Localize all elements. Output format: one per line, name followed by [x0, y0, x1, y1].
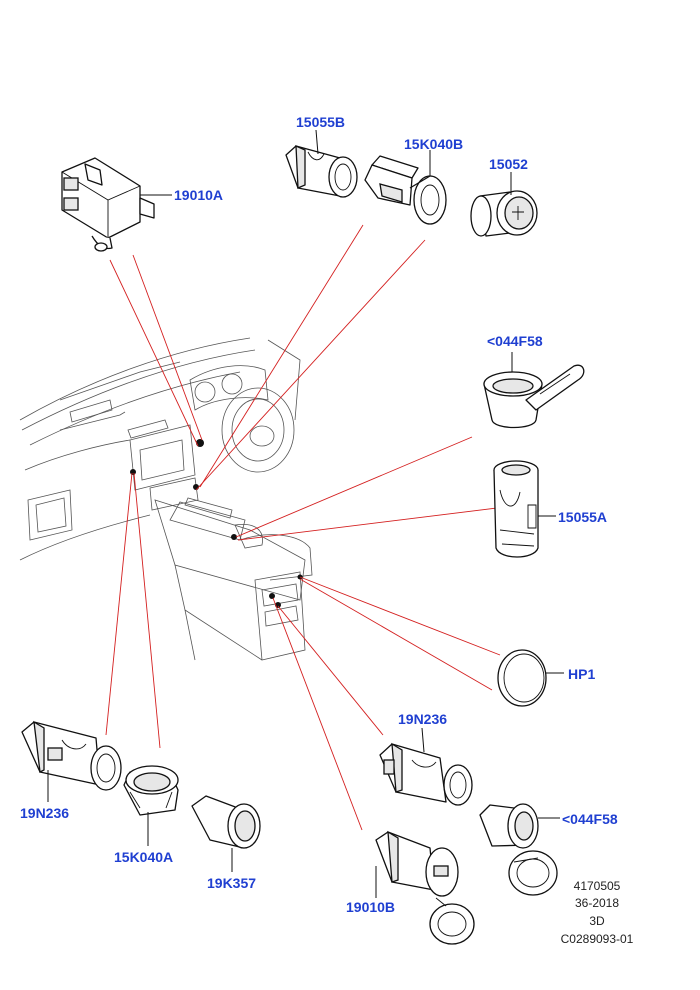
part-15052-lighter: [470, 172, 538, 237]
callout-15052: 15052: [489, 156, 528, 172]
part-15055A-tall-socket: [493, 460, 556, 558]
part-15055B-socket-housing: [285, 129, 358, 198]
part-HP1-blanking-cap: [497, 649, 564, 707]
part-19N236-left-socket: [21, 720, 122, 802]
part-19010B-usb-socket: [375, 830, 475, 945]
callout-HP1: HP1: [568, 666, 595, 682]
callout-19010A: 19010A: [174, 187, 223, 203]
part-15K040B-socket-bracket: [364, 150, 447, 225]
info-line-4: C0289093-01: [561, 932, 634, 946]
callout-15055B: 15055B: [296, 114, 345, 130]
part-044F58-right-bezel: [479, 803, 560, 896]
leader-lines: [105, 224, 506, 831]
part-15K040A-ring-socket: [123, 765, 179, 846]
info-line-1: 4170505: [574, 879, 621, 893]
callout-15055A: 15055A: [558, 509, 607, 525]
part-19N236-right-socket: [379, 727, 473, 806]
callout-19010B: 19010B: [346, 899, 395, 915]
callout-19N236-right: 19N236: [398, 711, 447, 727]
callout-19K357: 19K357: [207, 875, 256, 891]
callout-15K040B: 15K040B: [404, 136, 463, 152]
callout-15K040A: 15K040A: [114, 849, 173, 865]
info-line-2: 36-2018: [575, 896, 619, 910]
part-19010A-usb-hub: [61, 157, 172, 252]
callout-19N236-left: 19N236: [20, 805, 69, 821]
info-line-3: 3D: [589, 914, 605, 928]
callout-044F58-top: <044F58: [487, 333, 543, 349]
part-19K357-plug: [191, 795, 261, 872]
part-044F58-top-bezel: [483, 352, 585, 429]
callout-044F58-right: <044F58: [562, 811, 618, 827]
dashboard-illustration: [19, 337, 313, 661]
info-block: 4170505 36-2018 3D C0289093-01: [561, 879, 634, 946]
